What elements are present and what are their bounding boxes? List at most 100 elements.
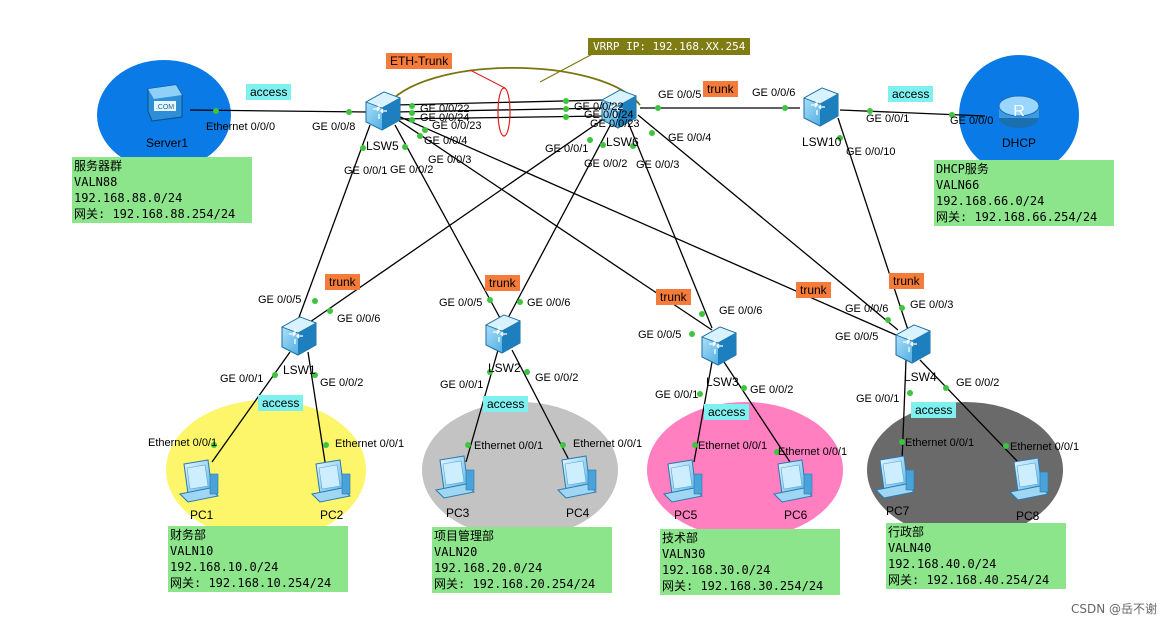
access-tag-tech: access: [704, 404, 750, 420]
svg-text:GE 0/0/10: GE 0/0/10: [846, 146, 896, 158]
svg-text:GE 0/0/4: GE 0/0/4: [424, 135, 467, 147]
link-lsw2-pc3: [465, 349, 499, 463]
lsw10-switch-icon[interactable]: [803, 87, 839, 127]
zone-name: 行政部: [888, 525, 925, 539]
svg-text:Ethernet 0/0/1: Ethernet 0/0/1: [905, 437, 974, 449]
svg-text:GE 0/0/2: GE 0/0/2: [584, 158, 627, 170]
lsw1-switch-icon[interactable]: [281, 316, 317, 356]
svg-text:GE 0/0/1: GE 0/0/1: [655, 389, 698, 401]
tech-zone: [647, 402, 843, 538]
pc1-label: PC1: [190, 508, 214, 522]
zone-network: 192.168.66.0/24: [936, 194, 1045, 208]
zone-network: 192.168.30.0/24: [662, 563, 771, 577]
svg-text:GE 0/0/6: GE 0/0/6: [719, 305, 762, 317]
svg-text:GE 0/0/6: GE 0/0/6: [752, 87, 795, 99]
dhcp-info-box: DHCP服务 VALN66 192.168.66.0/24 网关: 192.16…: [934, 160, 1114, 226]
pc5-label: PC5: [674, 508, 698, 522]
link-lsw4-pc8: [919, 359, 1019, 463]
trunk-tag-lsw4-a: trunk: [796, 282, 831, 298]
link-lsw2-pc4: [511, 349, 571, 463]
pc4-label: PC4: [566, 506, 590, 520]
svg-text:GE 0/0/3: GE 0/0/3: [636, 159, 679, 171]
vrrp-arc: [384, 66, 641, 109]
trunk-tag-lsw2: trunk: [485, 275, 520, 291]
access-tag-project: access: [483, 396, 529, 412]
zone-network: 192.168.20.0/24: [434, 561, 543, 575]
link-lsw6-lsw2: [507, 121, 613, 319]
svg-text:Ethernet 0/0/1: Ethernet 0/0/1: [573, 438, 642, 450]
lsw1-label: LSW1: [283, 363, 316, 377]
lsw6-label: LSW6: [606, 135, 639, 149]
zone-name: 财务部: [170, 528, 207, 542]
links: [189, 99, 1019, 463]
svg-text:GE 0/0/5: GE 0/0/5: [258, 294, 301, 306]
server-icon[interactable]: .COM: [147, 84, 183, 122]
dhcp-router-icon[interactable]: R: [998, 95, 1040, 128]
vrrp-tag: VRRP IP: 192.168.XX.254: [588, 38, 751, 55]
svg-text:GE 0/0/1: GE 0/0/1: [856, 393, 899, 405]
vrrp-pointer: [539, 49, 601, 83]
server-label: Server1: [146, 136, 188, 150]
svg-text:GE 0/0/1: GE 0/0/1: [440, 379, 483, 391]
link-lsw5-lsw1: [297, 124, 371, 321]
finance-zone: [166, 400, 366, 540]
zone-gateway: 网关: 192.168.30.254/24: [662, 579, 824, 593]
svg-text:GE 0/0/22: GE 0/0/22: [420, 103, 470, 115]
pc6-label: PC6: [784, 508, 808, 522]
pc8-label: PC8: [1016, 509, 1040, 523]
zone-vlan: VALN40: [888, 541, 932, 555]
svg-text:GE 0/0/5: GE 0/0/5: [638, 329, 681, 341]
svg-text:GE 0/0/6: GE 0/0/6: [527, 297, 570, 309]
zone-gateway: 网关: 192.168.88.254/24: [74, 207, 236, 221]
zone-vlan: VALN20: [434, 545, 478, 559]
port-labels: Ethernet 0/0/0 GE 0/0/8 GE 0/0/22 GE 0/0…: [148, 87, 1079, 458]
svg-text:GE 0/0/8: GE 0/0/8: [312, 121, 355, 133]
link-lsw3-pc6: [723, 361, 791, 463]
svg-text:GE 0/0/23: GE 0/0/23: [432, 120, 482, 132]
svg-text:GE 0/0/3: GE 0/0/3: [910, 299, 953, 311]
svg-text:Ethernet 0/0/1: Ethernet 0/0/1: [335, 438, 404, 450]
zone-gateway: 网关: 192.168.40.254/24: [888, 573, 1050, 587]
svg-text:GE 0/0/6: GE 0/0/6: [337, 313, 380, 325]
link-server-lsw5: [189, 109, 369, 113]
link-lsw5-lsw6-23: [394, 115, 606, 120]
lsw3-switch-icon[interactable]: [701, 326, 737, 366]
svg-text:GE 0/0/24: GE 0/0/24: [584, 109, 634, 121]
svg-text:Ethernet 0/0/1: Ethernet 0/0/1: [778, 446, 847, 458]
trunk-tag-lsw6-lsw10: trunk: [703, 81, 738, 97]
lsw4-label: LSW4: [904, 370, 937, 384]
svg-text:GE 0/0/5: GE 0/0/5: [835, 331, 878, 343]
access-tag-admin: access: [911, 402, 957, 418]
svg-text:GE 0/0/4: GE 0/0/4: [668, 132, 711, 144]
lsw5-switch-icon[interactable]: [365, 91, 401, 131]
link-lsw1-pc2: [307, 351, 326, 463]
lsw10-label: LSW10: [802, 135, 842, 149]
pc7-label: PC7: [886, 504, 910, 518]
svg-text:GE 0/0/2: GE 0/0/2: [390, 164, 433, 176]
link-lsw5-lsw6-22: [394, 99, 606, 106]
trunk-tag-lsw1: trunk: [325, 274, 360, 290]
server-info-box: 服务器群 VALN88 192.168.88.0/24 网关: 192.168.…: [72, 157, 252, 223]
zone-name: 技术部: [662, 531, 699, 545]
admin-info-box: 行政部 VALN40 192.168.40.0/24 网关: 192.168.4…: [886, 523, 1066, 589]
watermark: CSDN @岳不谢: [1070, 602, 1157, 616]
lsw4-switch-icon[interactable]: [895, 324, 931, 364]
link-lsw5-lsw2: [394, 124, 501, 319]
zone-network: 192.168.40.0/24: [888, 557, 997, 571]
svg-text:GE 0/0/2: GE 0/0/2: [750, 384, 793, 396]
link-lsw5-lsw6-24: [394, 107, 606, 113]
zone-vlan: VALN66: [936, 178, 980, 192]
svg-text:GE 0/0/22: GE 0/0/22: [574, 101, 624, 113]
lsw2-switch-icon[interactable]: [485, 314, 521, 354]
svg-text:GE 0/0/5: GE 0/0/5: [658, 89, 701, 101]
svg-text:GE 0/0/2: GE 0/0/2: [956, 377, 999, 389]
zone-network: 192.168.10.0/24: [170, 560, 279, 574]
access-tag-dhcp: access: [888, 86, 934, 102]
zone-vlan: VALN10: [170, 544, 214, 558]
zone-vlan: VALN88: [74, 175, 118, 189]
pc3-label: PC3: [446, 506, 470, 520]
zone-name: DHCP服务: [936, 162, 989, 176]
link-lsw10-dhcp: [839, 109, 986, 117]
svg-text:GE 0/0/1: GE 0/0/1: [866, 113, 909, 125]
